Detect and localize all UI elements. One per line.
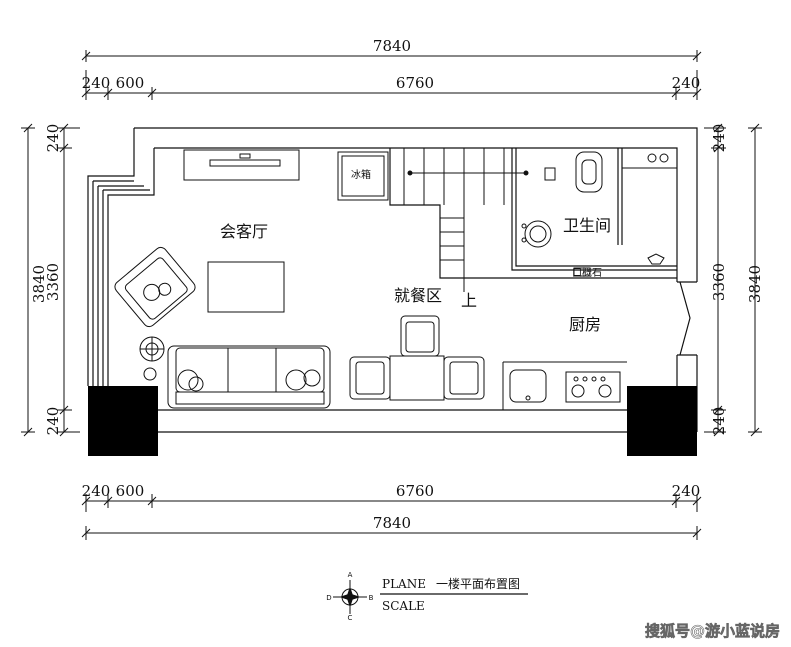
right-dimensions — [704, 123, 762, 437]
compass-s: C — [348, 614, 353, 622]
watermark: 搜狐号@游小蓝说房 — [645, 622, 780, 640]
dim-top-middle: 6760 — [396, 74, 434, 92]
legend-title: 一楼平面布置图 — [436, 576, 520, 591]
kitchen-counter — [502, 361, 627, 410]
washstone-label: 口概石 — [572, 266, 602, 279]
compass-icon — [333, 580, 367, 614]
dim-bottom-left-a: 240 — [82, 482, 111, 500]
dim-top-left-a: 240 — [82, 74, 111, 92]
fridge — [337, 151, 389, 201]
dim-top-left-b: 600 — [116, 74, 145, 92]
room-label-kitchen: 厨房 — [569, 315, 601, 334]
dim-top-total: 7840 — [373, 37, 411, 55]
dim-bottom-total: 7840 — [373, 514, 411, 532]
compass-w: D — [326, 594, 331, 602]
dim-right-bottom: 240 — [710, 407, 728, 436]
column-left — [88, 386, 158, 456]
fridge-label: 冰箱 — [351, 168, 371, 181]
dim-right-total: 3840 — [746, 265, 764, 303]
staircase — [403, 148, 556, 292]
dim-bottom-right: 240 — [672, 482, 701, 500]
legend-scale: SCALE — [382, 599, 425, 613]
dining-set — [349, 315, 485, 401]
column-right — [627, 386, 697, 456]
dim-left-top: 240 — [44, 124, 62, 153]
dim-left-bottom: 240 — [44, 407, 62, 436]
room-label-living: 会客厅 — [220, 222, 268, 241]
left-dimensions — [21, 123, 80, 437]
dim-top-right: 240 — [672, 74, 701, 92]
room-label-dining: 就餐区 — [394, 286, 442, 305]
dim-left-middle: 3360 — [44, 263, 62, 301]
floor-lamp — [139, 336, 165, 381]
compass-e: B — [369, 594, 374, 602]
dim-left-total: 3840 — [30, 265, 48, 303]
sofa — [167, 345, 331, 409]
room-label-bathroom: 卫生间 — [563, 216, 611, 235]
walls — [87, 127, 698, 433]
coffee-table — [207, 261, 285, 313]
bottom-dimensions — [81, 494, 702, 540]
bathroom-fixtures — [521, 151, 677, 277]
dim-bottom-left-b: 600 — [116, 482, 145, 500]
dim-right-middle: 3360 — [710, 263, 728, 301]
dim-right-top: 240 — [710, 124, 728, 153]
tv-cabinet — [183, 149, 300, 181]
top-dimensions — [81, 50, 702, 100]
compass-n: A — [348, 571, 353, 579]
stairs-up-label: 上 — [461, 291, 477, 310]
legend-plane: PLANE — [382, 577, 426, 591]
dim-bottom-middle: 6760 — [396, 482, 434, 500]
armchair — [114, 246, 196, 328]
